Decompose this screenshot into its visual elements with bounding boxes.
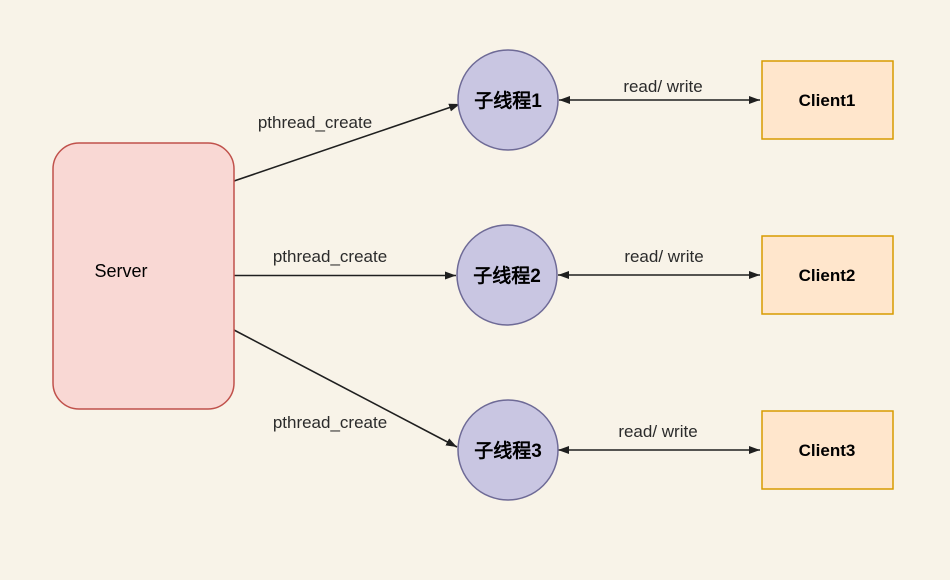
readwrite-label-2: read/ write: [624, 247, 703, 266]
pthread-arrow-1: [233, 103, 461, 182]
server-box: [52, 142, 235, 410]
thread-node-2: [456, 224, 558, 326]
pthread-edges: pthread_create pthread_create pthread_cr…: [233, 103, 461, 448]
thread-label-3: 子线程3: [474, 439, 542, 462]
server-node: Server: [52, 142, 235, 410]
pthread-label-2: pthread_create: [273, 247, 387, 266]
pthread-label-3: pthread_create: [273, 413, 387, 432]
thread-label-2: 子线程2: [473, 264, 541, 287]
client-label-3: Client3: [799, 441, 856, 460]
thread-node-3: [457, 399, 559, 501]
client-node-2: [761, 235, 894, 315]
thread-node-1: [457, 49, 559, 151]
client-nodes: Client1 Client2 Client3: [761, 60, 894, 490]
server-label: Server: [94, 261, 147, 281]
readwrite-label-1: read/ write: [623, 77, 702, 96]
pthread-arrow-3: [233, 329, 458, 448]
client-label-1: Client1: [799, 91, 856, 110]
readwrite-label-3: read/ write: [618, 422, 697, 441]
pthread-label-1: pthread_create: [258, 113, 372, 132]
thread-label-1: 子线程1: [474, 89, 542, 112]
client-node-3: [761, 410, 894, 490]
thread-nodes: 子线程1 子线程2 子线程3: [456, 49, 559, 501]
readwrite-edges: read/ write read/ write read/ write: [558, 77, 760, 454]
client-node-1: [761, 60, 894, 140]
client-label-2: Client2: [799, 266, 856, 285]
